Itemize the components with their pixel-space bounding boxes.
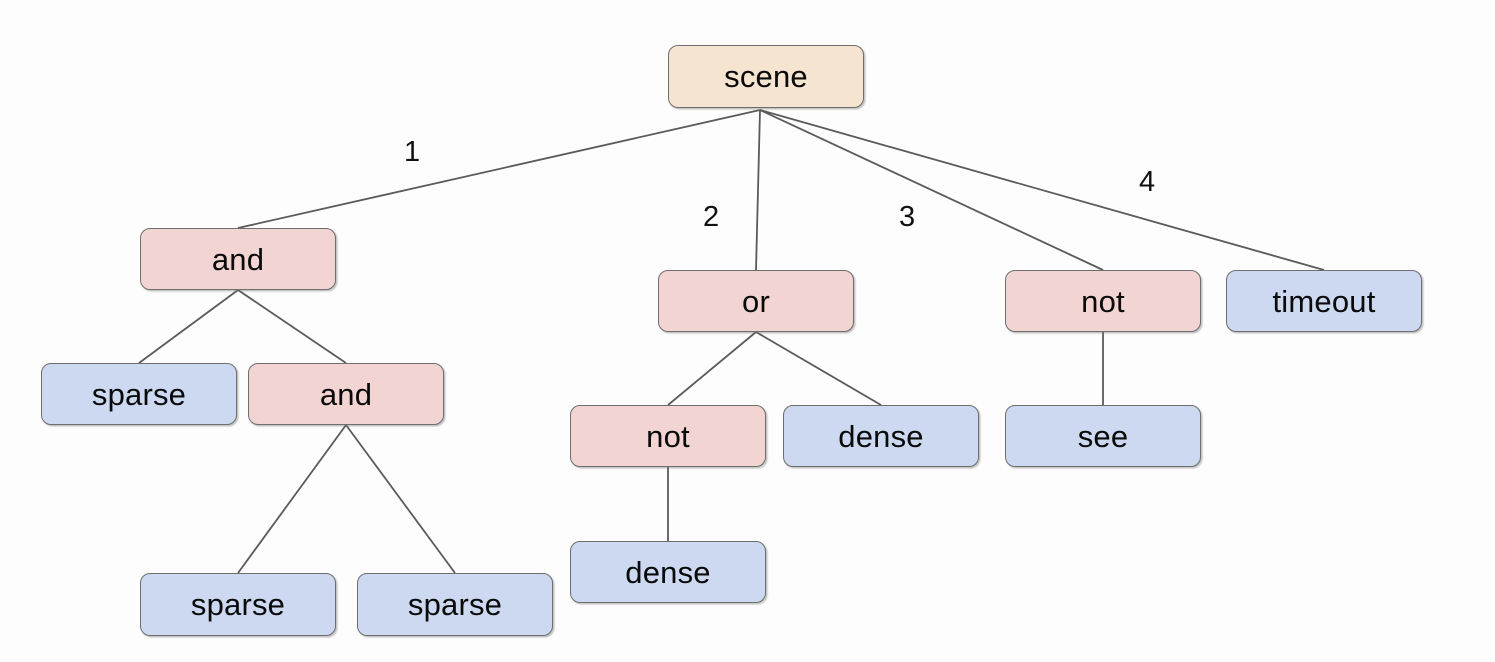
tree-edge-scene-to-not2 <box>759 109 1104 271</box>
tree-node-and1[interactable]: and <box>140 228 336 290</box>
tree-node-label: not <box>1081 283 1125 319</box>
tree-node-not2[interactable]: not <box>1005 270 1201 332</box>
tree-node-label: not <box>646 418 690 454</box>
tree-node-and2[interactable]: and <box>248 363 444 425</box>
tree-node-label: sparse <box>407 587 503 622</box>
tree-node-label: see <box>1077 418 1129 454</box>
edge-label-1: 1 <box>404 136 421 168</box>
edge-label-2: 2 <box>703 201 720 233</box>
tree-node-timeout[interactable]: timeout <box>1226 270 1422 332</box>
tree-node-dense1[interactable]: dense <box>783 405 979 467</box>
tree-node-or1[interactable]: or <box>658 270 854 332</box>
tree-node-sparse2[interactable]: sparse <box>140 573 336 636</box>
tree-edge-and1-to-sparse1 <box>138 289 239 364</box>
tree-node-label: timeout <box>1272 283 1376 319</box>
tree-edge-scene-to-or1 <box>755 109 761 271</box>
tree-node-dense2[interactable]: dense <box>570 541 766 603</box>
tree-node-scene[interactable]: scene <box>668 45 864 108</box>
tree-node-label: sparse <box>91 376 187 412</box>
edge-label-3: 3 <box>899 201 916 233</box>
tree-node-label: scene <box>724 59 808 94</box>
tree-edge-scene-to-timeout <box>759 109 1325 271</box>
tree-node-label: dense <box>838 418 924 454</box>
tree-node-sparse3[interactable]: sparse <box>357 573 553 636</box>
tree-node-see[interactable]: see <box>1005 405 1201 467</box>
tree-edge-and2-to-sparse3 <box>345 424 456 574</box>
tree-edge-scene-to-and1 <box>237 109 761 229</box>
tree-node-sparse1[interactable]: sparse <box>41 363 237 425</box>
tree-edge-and2-to-sparse2 <box>237 424 347 574</box>
tree-edge-and1-to-and2 <box>237 289 347 364</box>
tree-node-label: and <box>211 241 265 277</box>
tree-node-label: dense <box>625 554 711 590</box>
tree-edge-or1-to-dense1 <box>755 331 882 406</box>
tree-node-label: and <box>319 376 373 412</box>
tree-node-label: sparse <box>190 587 286 622</box>
tree-node-not1[interactable]: not <box>570 405 766 467</box>
edge-label-4: 4 <box>1139 166 1156 198</box>
tree-edge-or1-to-not1 <box>667 331 757 406</box>
tree-node-label: or <box>742 283 770 319</box>
